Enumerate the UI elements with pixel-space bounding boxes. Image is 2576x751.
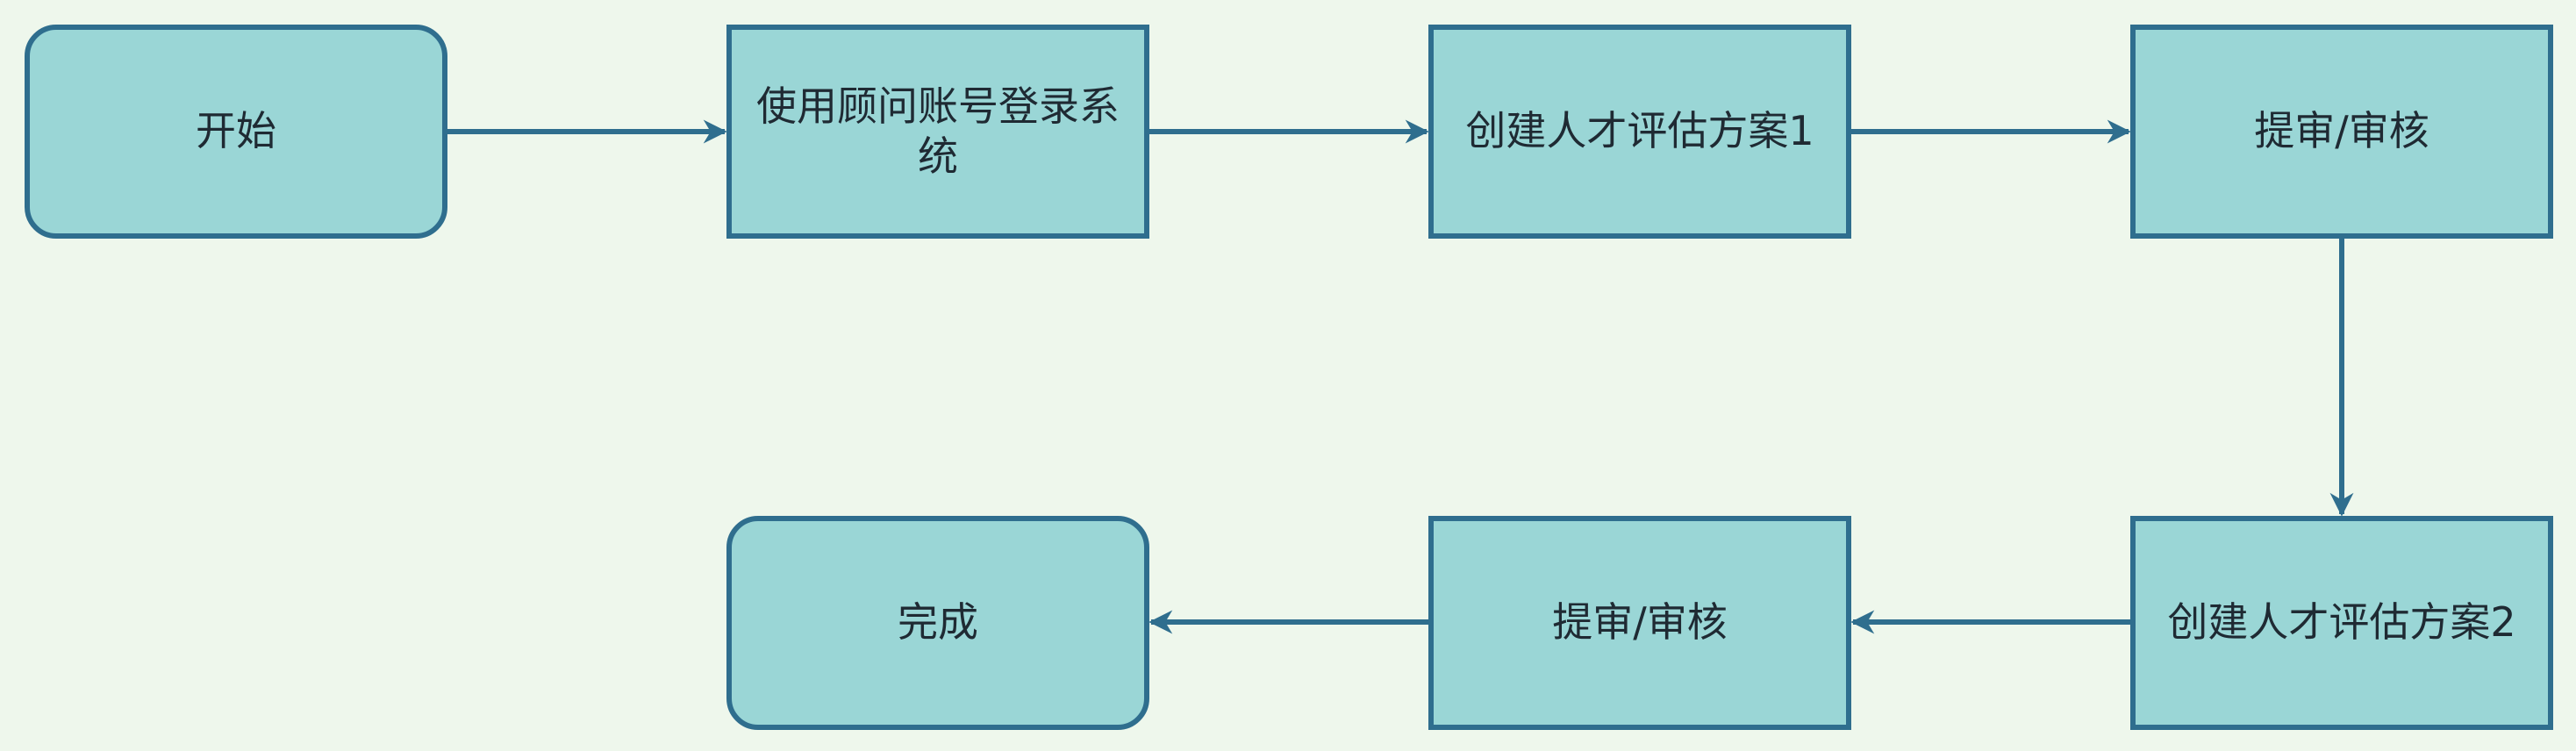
- node-create-plan-1-label: 创建人才评估方案1: [1465, 107, 1814, 155]
- node-review-1-label: 提审/审核: [2254, 107, 2429, 155]
- node-review-1: 提审/审核: [2130, 25, 2553, 239]
- node-create-plan-2: 创建人才评估方案2: [2130, 516, 2553, 730]
- node-review-2: 提审/审核: [1428, 516, 1851, 730]
- node-login: 使用顾问账号登录系统: [726, 25, 1149, 239]
- node-review-2-label: 提审/审核: [1552, 598, 1728, 647]
- node-done-label: 完成: [898, 598, 978, 647]
- node-done: 完成: [726, 516, 1149, 730]
- node-create-plan-2-label: 创建人才评估方案2: [2167, 598, 2516, 647]
- node-create-plan-1: 创建人才评估方案1: [1428, 25, 1851, 239]
- node-login-label: 使用顾问账号登录系统: [756, 82, 1120, 181]
- node-start: 开始: [25, 25, 447, 239]
- node-start-label: 开始: [196, 107, 276, 155]
